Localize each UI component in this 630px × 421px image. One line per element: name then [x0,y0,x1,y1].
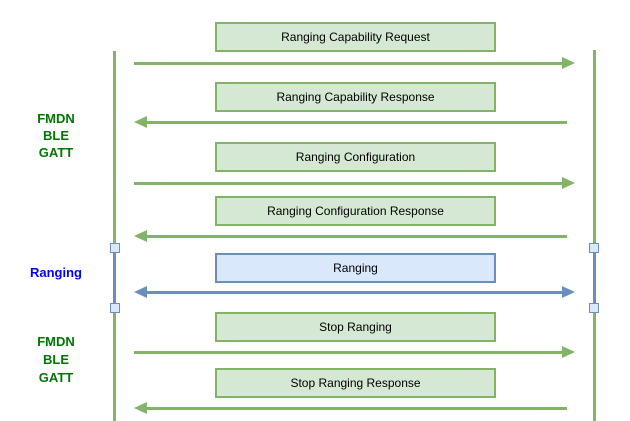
arrow-line [134,350,564,354]
lifeline-left [113,51,116,421]
label-line: BLE [43,352,69,367]
label-fmdn-ble-gatt-top: FMDN BLE GATT [6,110,106,161]
lifeline-right-ranging-segment [592,248,596,308]
message-arrow-right [134,56,575,70]
label-line: GATT [38,145,74,160]
label-ranging: Ranging [6,265,106,280]
arrowhead-right-icon [562,285,575,298]
arrowhead-right-icon [562,345,575,358]
label-line: BLE [43,128,69,143]
message-arrow-left [134,115,575,129]
activation-marker [109,243,120,253]
activation-marker [109,303,120,313]
lifeline-left-ranging-segment [113,248,116,308]
arrow-line [145,290,564,294]
arrow-line [145,234,567,238]
message-arrow-right [134,345,575,359]
label-fmdn-ble-gatt-bottom: FMDN BLE GATT [6,333,106,387]
arrow-line [134,181,564,185]
label-line: FMDN [37,334,75,349]
message-box-ranging-configuration: Ranging Configuration [215,142,496,172]
label-line: GATT [38,370,74,385]
message-box-ranging: Ranging [215,253,496,283]
message-box-ranging-capability-request: Ranging Capability Request [215,22,496,52]
arrowhead-left-icon [134,229,147,242]
message-box-ranging-configuration-response: Ranging Configuration Response [215,196,496,226]
arrowhead-left-icon [134,115,147,128]
label-line: Ranging [30,265,82,280]
arrow-line [145,406,567,410]
arrow-line [145,120,567,124]
message-box-ranging-capability-response: Ranging Capability Response [215,82,496,112]
lifeline-right [592,50,596,421]
activation-marker [589,243,599,253]
message-arrow-right [134,176,575,190]
message-box-stop-ranging-response: Stop Ranging Response [215,368,496,398]
arrowhead-left-icon [134,401,147,414]
message-arrow-left [134,401,575,415]
arrowhead-left-icon [134,285,147,298]
activation-marker [589,303,599,313]
arrow-line [134,61,564,65]
message-arrow-left [134,229,575,243]
arrowhead-right-icon [562,176,575,189]
label-line: FMDN [37,111,75,126]
message-box-stop-ranging: Stop Ranging [215,312,496,342]
arrowhead-right-icon [562,56,575,69]
message-arrow-bidirectional [134,285,575,299]
